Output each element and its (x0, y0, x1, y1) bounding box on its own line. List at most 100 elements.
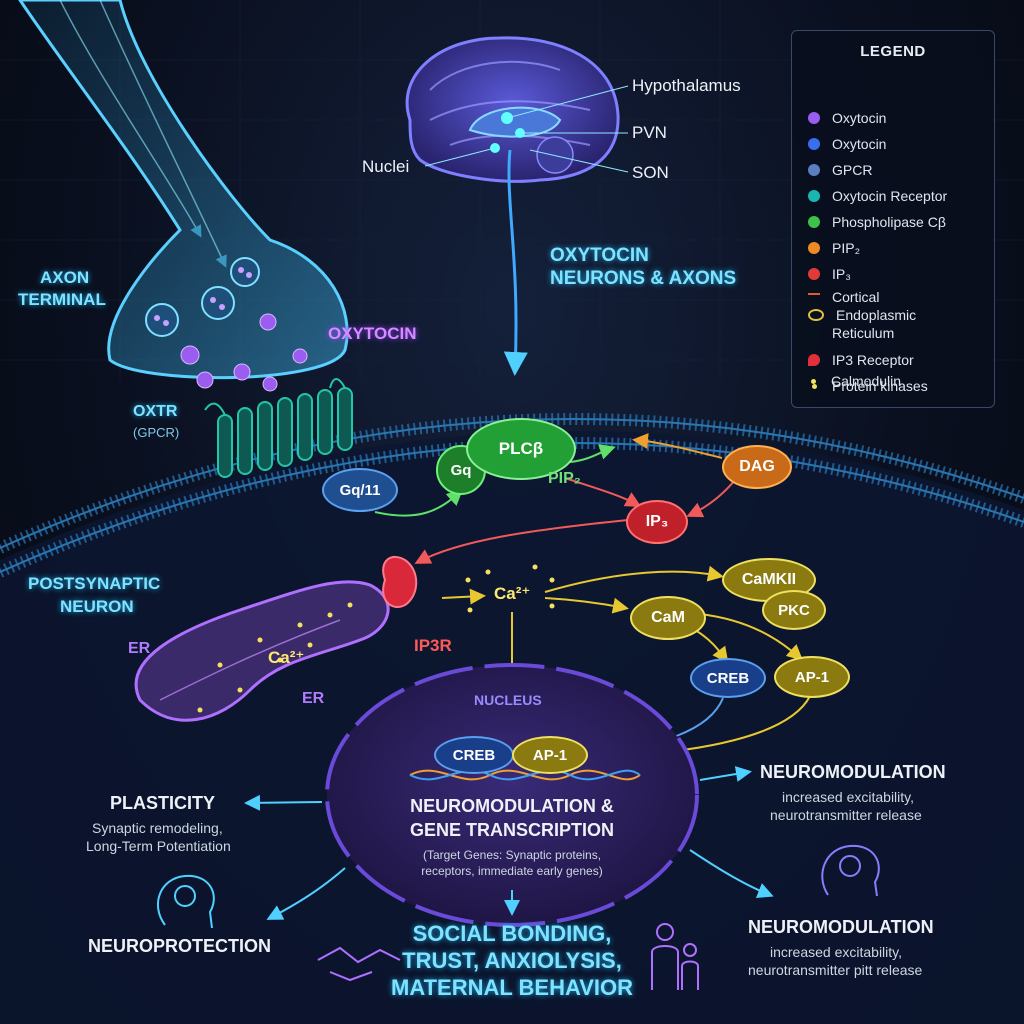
legend-item: PIP₂ (808, 237, 860, 259)
axon-fiber (99, 0, 227, 268)
cam-to-ap1-arrow (699, 613, 803, 661)
neurons-axons-label-1: OXYTOCIN (550, 245, 649, 266)
small-yellow-dot-icon (811, 378, 816, 384)
oxtr-label: OXTR (133, 403, 178, 420)
legend-label: Oxytocin (832, 136, 887, 152)
social-label-3: MATERNAL BEHAVIOR (391, 975, 633, 1000)
axon-terminal-label-2: TERMINAL (18, 290, 106, 309)
legend-label: Oxytocin Receptor (832, 188, 948, 204)
purple-dot-icon (808, 112, 820, 124)
nuclei-label: Nuclei (362, 157, 410, 176)
pkc-node: PKC (762, 590, 826, 630)
dag-to-ip3-arrow (686, 479, 736, 518)
legend-item: Phospholipase Cβ (808, 211, 946, 233)
ca-release-arrow (441, 588, 486, 605)
orange-dot-icon (808, 242, 820, 254)
small-yellow-dot-icon (812, 383, 817, 389)
membrane-heads (0, 413, 1024, 554)
legend-item: Protein kinases (808, 375, 928, 397)
receptor-loop (329, 378, 346, 389)
red-dot-icon (808, 268, 820, 280)
ap1-node: AP-1 (774, 656, 850, 698)
legend-item: Reticulum (808, 325, 894, 341)
oxtr-receptor (217, 387, 353, 478)
legend-label: Oxytocin (832, 110, 887, 126)
neurons-axons-label-2: NEURONS & AXONS (550, 268, 737, 289)
legend-label: Calmodulin (831, 373, 902, 389)
legend-item: Calmodulin (807, 370, 901, 392)
ca-to-cam-arrow (544, 597, 629, 614)
hypothalamus-region (468, 106, 562, 138)
legend-label: Cortical (832, 289, 880, 305)
cam-node: CaM (630, 596, 706, 640)
neuromod-b-title: NEUROMODULATION (748, 917, 934, 937)
creb-node: CREB (690, 658, 766, 698)
social-label-2: TRUST, ANXIOLYSIS, (402, 948, 622, 973)
gq11-node: Gq/11 (322, 468, 398, 512)
ca-er-label: Ca²⁺ (268, 648, 305, 667)
plcb-to-ip3-arrow (564, 477, 642, 507)
head-brain-icon (821, 844, 880, 897)
er-calcium-dots (197, 602, 353, 713)
membrane-heads-inner (0, 437, 1024, 578)
legend-label: Phospholipase Cβ (832, 214, 946, 230)
legend-label: PIP₂ (832, 240, 860, 256)
legend-label: IP₃ (832, 266, 851, 282)
nucleus-envelope (325, 663, 699, 927)
to-neuroprotection-arrow (266, 867, 346, 920)
teal-dot-icon (808, 190, 820, 202)
postsynaptic-label-2: NEURON (60, 597, 134, 616)
handshake-icon (317, 946, 401, 982)
plasticity-desc-2: Long-Term Potentiation (86, 838, 231, 854)
legend-item: Oxytocin (808, 133, 886, 155)
head-brain-icon (156, 874, 215, 929)
ca-cloud (465, 564, 555, 613)
axon-terminal-label-1: AXON (40, 268, 90, 287)
er-lumen-fold (159, 619, 341, 701)
legend-item: Cortical (808, 289, 879, 305)
neuromod-a-desc-2: neurotransmitter release (770, 807, 922, 823)
dag-arrow (632, 433, 723, 459)
hypothalamus-pointer (506, 85, 629, 119)
blue-dot-icon (808, 138, 820, 150)
receptor-loop (204, 402, 226, 416)
legend-label: Protein kinases (832, 378, 928, 394)
nucleus-title-2: GENE TRANSCRIPTION (409, 820, 614, 840)
dna-strand (409, 769, 641, 781)
oxytocin-molecules (180, 313, 308, 392)
legend-panel: LEGEND Oxytocin Oxytocin GPCR Oxytocin R… (791, 30, 995, 408)
legend-title: LEGEND (860, 43, 926, 60)
descending-axon (503, 149, 528, 376)
to-plasticity-arrow (244, 794, 323, 811)
son-pointer (529, 149, 629, 173)
to-neuromod-b-arrow (689, 849, 774, 898)
squiggle-icon (808, 293, 820, 301)
pip2-label: PIP₂ (548, 470, 581, 487)
ip3r-label: IP3R (414, 636, 452, 655)
nucleus-targets-1: (Target Genes: Synaptic proteins, (422, 848, 602, 862)
ca-free-label: Ca²⁺ (494, 584, 531, 603)
ca-to-camkii-arrow (544, 565, 724, 593)
hypothalamus-label: Hypothalamus (632, 76, 741, 95)
neuromod-b-desc-2: neurotransmitter pitt release (748, 962, 923, 978)
dag-node: DAG (722, 445, 792, 489)
nuclei-pointer (424, 147, 496, 167)
son-label: SON (632, 163, 669, 182)
vesicles (145, 257, 260, 337)
plasticity-title: PLASTICITY (110, 793, 216, 813)
nucleus-label: NUCLEUS (474, 692, 542, 708)
plasticity-desc-1: Synaptic remodeling, (92, 820, 223, 836)
axon-fiber (59, 0, 202, 238)
cerebellum (536, 136, 574, 174)
legend-item: Oxytocin (808, 107, 886, 129)
er-label-1: ER (128, 640, 151, 657)
axon-terminal-body (18, 0, 349, 380)
ip3-node: IP₃ (626, 500, 688, 544)
legend-item: Oxytocin Receptor (808, 185, 947, 207)
neuromod-a-desc-1: increased excitability, (782, 789, 915, 805)
nuclear-ap1-node: AP-1 (512, 736, 588, 774)
legend-label: IP3 Receptor (832, 352, 914, 368)
legend-item: IP3 Receptor (808, 349, 914, 371)
neuromod-a-title: NEUROMODULATION (760, 762, 946, 782)
